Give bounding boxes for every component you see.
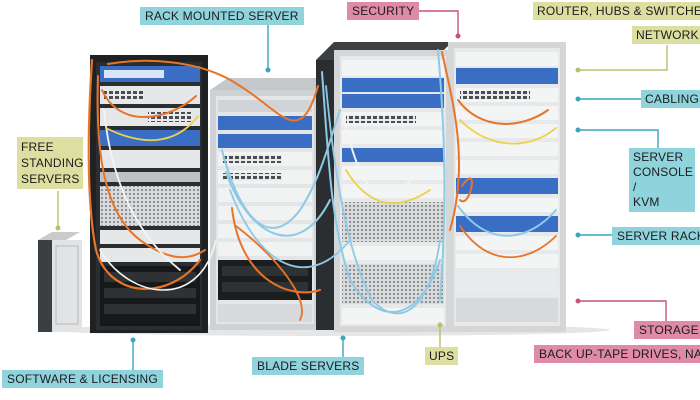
label-ups: UPS <box>425 347 459 365</box>
rack-left <box>90 55 208 333</box>
free-standing-server <box>38 232 82 332</box>
label-free-standing-servers: FREE STANDING SERVERS <box>17 137 84 189</box>
cables <box>87 49 557 321</box>
label-network: NETWORK <box>632 26 700 44</box>
label-software-licensing: SOFTWARE & LICENSING <box>2 370 163 388</box>
label-server-rack: SERVER RACK <box>612 227 700 245</box>
label-security: SECURITY <box>347 2 420 20</box>
rack-right <box>448 42 566 332</box>
label-server-console-kvm: SERVER CONSOLE / KVM <box>629 148 695 212</box>
label-storage: STORAGE <box>634 321 700 339</box>
label-rack-mounted-server: RACK MOUNTED SERVER <box>140 7 304 25</box>
label-blade-servers: BLADE SERVERS <box>252 357 365 375</box>
rack-center <box>316 42 452 332</box>
callout-lines <box>55 10 668 370</box>
label-router-hubs-switches: ROUTER, HUBS & SWITCHES <box>533 2 700 20</box>
label-cabling: CABLING <box>641 90 700 108</box>
label-backup-tape-drives-nas: BACK UP-TAPE DRIVES, NAS <box>534 345 700 363</box>
rack-middle-left <box>210 78 336 330</box>
